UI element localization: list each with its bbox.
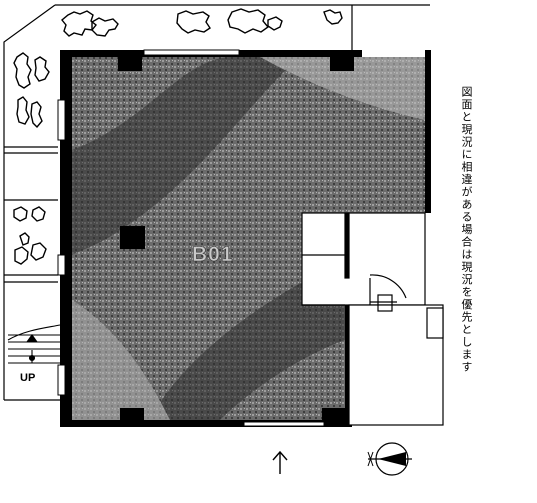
stair-up-label: UP	[20, 372, 35, 384]
room-label: B01	[192, 243, 234, 266]
door-swing	[369, 274, 407, 312]
compass-icon	[367, 442, 412, 476]
side-window	[57, 99, 66, 396]
structural-column	[118, 57, 354, 420]
shrub-outline-icon	[61, 8, 343, 37]
floor-shading	[72, 57, 425, 420]
arrow-up-icon	[272, 450, 288, 474]
service-core	[301, 212, 444, 426]
disclaimer-note: 図面と現況に相違がある場合は現況を優先とします	[460, 86, 473, 374]
staircase	[7, 324, 61, 364]
shrub-outline-icon	[13, 52, 50, 265]
site-boundary	[3, 4, 430, 401]
window-opening	[143, 49, 325, 427]
site-divider	[4, 146, 58, 283]
